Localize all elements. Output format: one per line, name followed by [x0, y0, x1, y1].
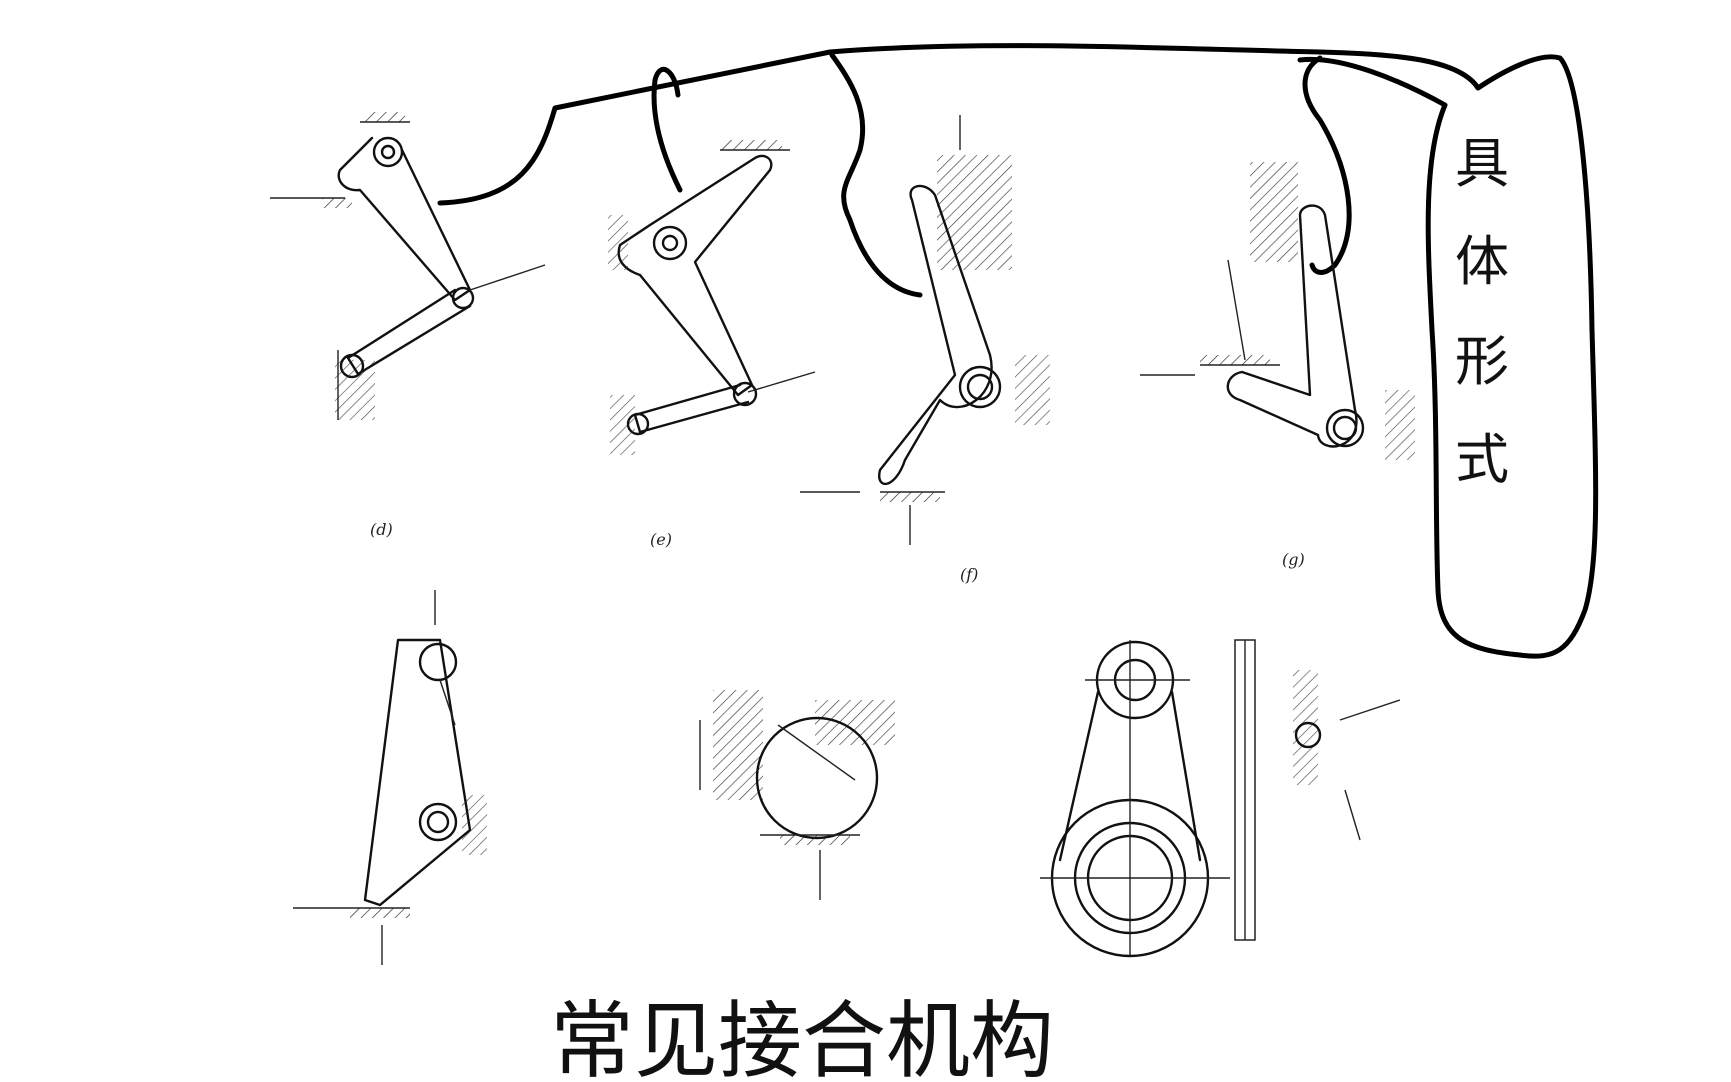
mechanism-e: (e) [608, 140, 816, 549]
mechanism-crank [1040, 639, 1401, 958]
main-title: 常见接合机构 [550, 992, 1054, 1082]
mechanism-d: (d) [270, 112, 546, 539]
side-label-char-4: 式 [1455, 428, 1509, 491]
mechanism-f: (f) [800, 115, 1050, 584]
mechanism-wedge [293, 590, 487, 965]
caption-g: (g) [1282, 550, 1305, 569]
hand-drawn-loop-e [651, 66, 683, 193]
caption-f: (f) [960, 565, 978, 584]
side-label-char-3: 形 [1455, 330, 1509, 393]
side-label: 具 体 形 式 [1455, 132, 1509, 491]
side-label-char-1: 具 [1455, 132, 1509, 195]
caption-e: (e) [650, 530, 672, 549]
hand-drawn-outline [437, 43, 1599, 659]
mechanism-g: (g) [1140, 162, 1415, 569]
side-label-char-2: 体 [1455, 230, 1509, 293]
hand-drawn-loop-f [829, 52, 923, 298]
mechanism-ball [699, 690, 895, 900]
hand-drawn-loop-g [1302, 55, 1352, 275]
caption-d: (d) [370, 520, 393, 539]
